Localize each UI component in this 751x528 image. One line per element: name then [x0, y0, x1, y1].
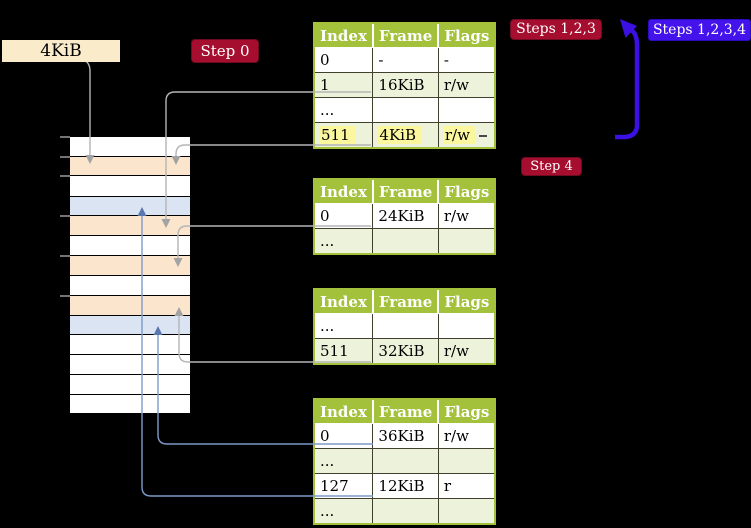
column-header: Frame: [372, 24, 440, 48]
memory-frame-row: [70, 296, 190, 315]
column-header: Flags: [438, 400, 495, 424]
table-row: ...: [315, 498, 495, 523]
table-cell: 0: [315, 203, 374, 229]
column-header: Index: [315, 290, 374, 314]
memory-frame-row: [70, 276, 190, 295]
table-row: ...: [315, 313, 495, 339]
table-cell: 24KiB: [372, 203, 439, 229]
memory-frame-row: [70, 355, 190, 374]
column-header: Frame: [372, 180, 440, 204]
memory-frame-row: [70, 137, 190, 156]
memory-frame-row: [70, 256, 190, 275]
table-cell: ...: [315, 498, 374, 523]
table-cell: [438, 448, 495, 474]
table-cell: 127: [315, 473, 374, 499]
memory-frame-row: [70, 197, 190, 215]
table-row: ...: [315, 448, 495, 474]
column-header: Index: [315, 24, 374, 48]
table-cell: r/w: [438, 338, 495, 363]
column-header: Flags: [438, 290, 495, 314]
column-header: Flags: [438, 24, 495, 48]
table-row: ...: [315, 228, 495, 253]
table-cell: ...: [315, 228, 374, 253]
table-cell: 12KiB: [372, 473, 439, 499]
table-cell: ...: [315, 97, 374, 123]
table-cell: 511: [315, 338, 374, 363]
table-cell: [438, 97, 495, 123]
table-cell: [438, 228, 495, 253]
memory-frame-row: [70, 395, 190, 413]
table-cell: 0: [315, 47, 374, 73]
table-cell: [438, 498, 495, 523]
table-row: 0--: [315, 47, 495, 73]
table-cell: [372, 228, 439, 253]
arrow-steps-loop: [615, 27, 640, 140]
column-header: Index: [315, 180, 374, 204]
physical-memory-column: [70, 137, 190, 414]
table-cell: -: [438, 47, 495, 73]
memory-frame-row: [70, 176, 190, 196]
table-cell: 36KiB: [372, 423, 439, 449]
table-cell: 4KiB: [372, 122, 439, 147]
table-cell: -: [372, 47, 439, 73]
table-cell: r/w: [438, 122, 495, 147]
table-row: ...: [315, 97, 495, 123]
table-cell: 32KiB: [372, 338, 439, 363]
steps123-label: Steps 1,2,3: [510, 19, 602, 40]
table-cell: 511: [315, 122, 374, 147]
column-header: Frame: [372, 290, 440, 314]
table-cell: 0: [315, 423, 374, 449]
table-cell: r: [438, 473, 495, 499]
table-cell: [372, 448, 439, 474]
table-cell: 1: [315, 72, 374, 98]
table-cell: ...: [315, 313, 374, 339]
table-cell: ...: [315, 448, 374, 474]
column-header: Flags: [438, 180, 495, 204]
table-row: 511 4KiB r/w: [315, 122, 495, 147]
highlighted-value: 4KiB: [378, 126, 421, 144]
table-cell: [372, 97, 439, 123]
memory-frame-row: [70, 316, 190, 334]
column-header: Frame: [372, 400, 440, 424]
table-cell: [438, 313, 495, 339]
table-cell: [372, 313, 439, 339]
memory-frame-row: [70, 157, 190, 175]
table-cell: 16KiB: [372, 72, 439, 98]
memory-frame-row: [70, 216, 190, 235]
table-cell: [372, 498, 439, 523]
frame-size-label: 4KiB: [2, 40, 120, 62]
step0-label: Step 0: [191, 39, 259, 63]
table-cell: r/w: [438, 203, 495, 229]
arrowhead: [620, 19, 637, 38]
steps1234-label: Steps 1,2,3,4: [648, 19, 751, 41]
memory-frame-row: [70, 375, 190, 394]
memory-frame-row: [70, 236, 190, 255]
column-header: Index: [315, 400, 374, 424]
step4-label: Step 4: [521, 157, 582, 176]
table-cell: r/w: [438, 72, 495, 98]
table-cell: r/w: [438, 423, 495, 449]
memory-frame-row: [70, 335, 190, 354]
highlighted-value: r/w: [443, 126, 475, 144]
highlighted-value: 511: [320, 126, 355, 144]
